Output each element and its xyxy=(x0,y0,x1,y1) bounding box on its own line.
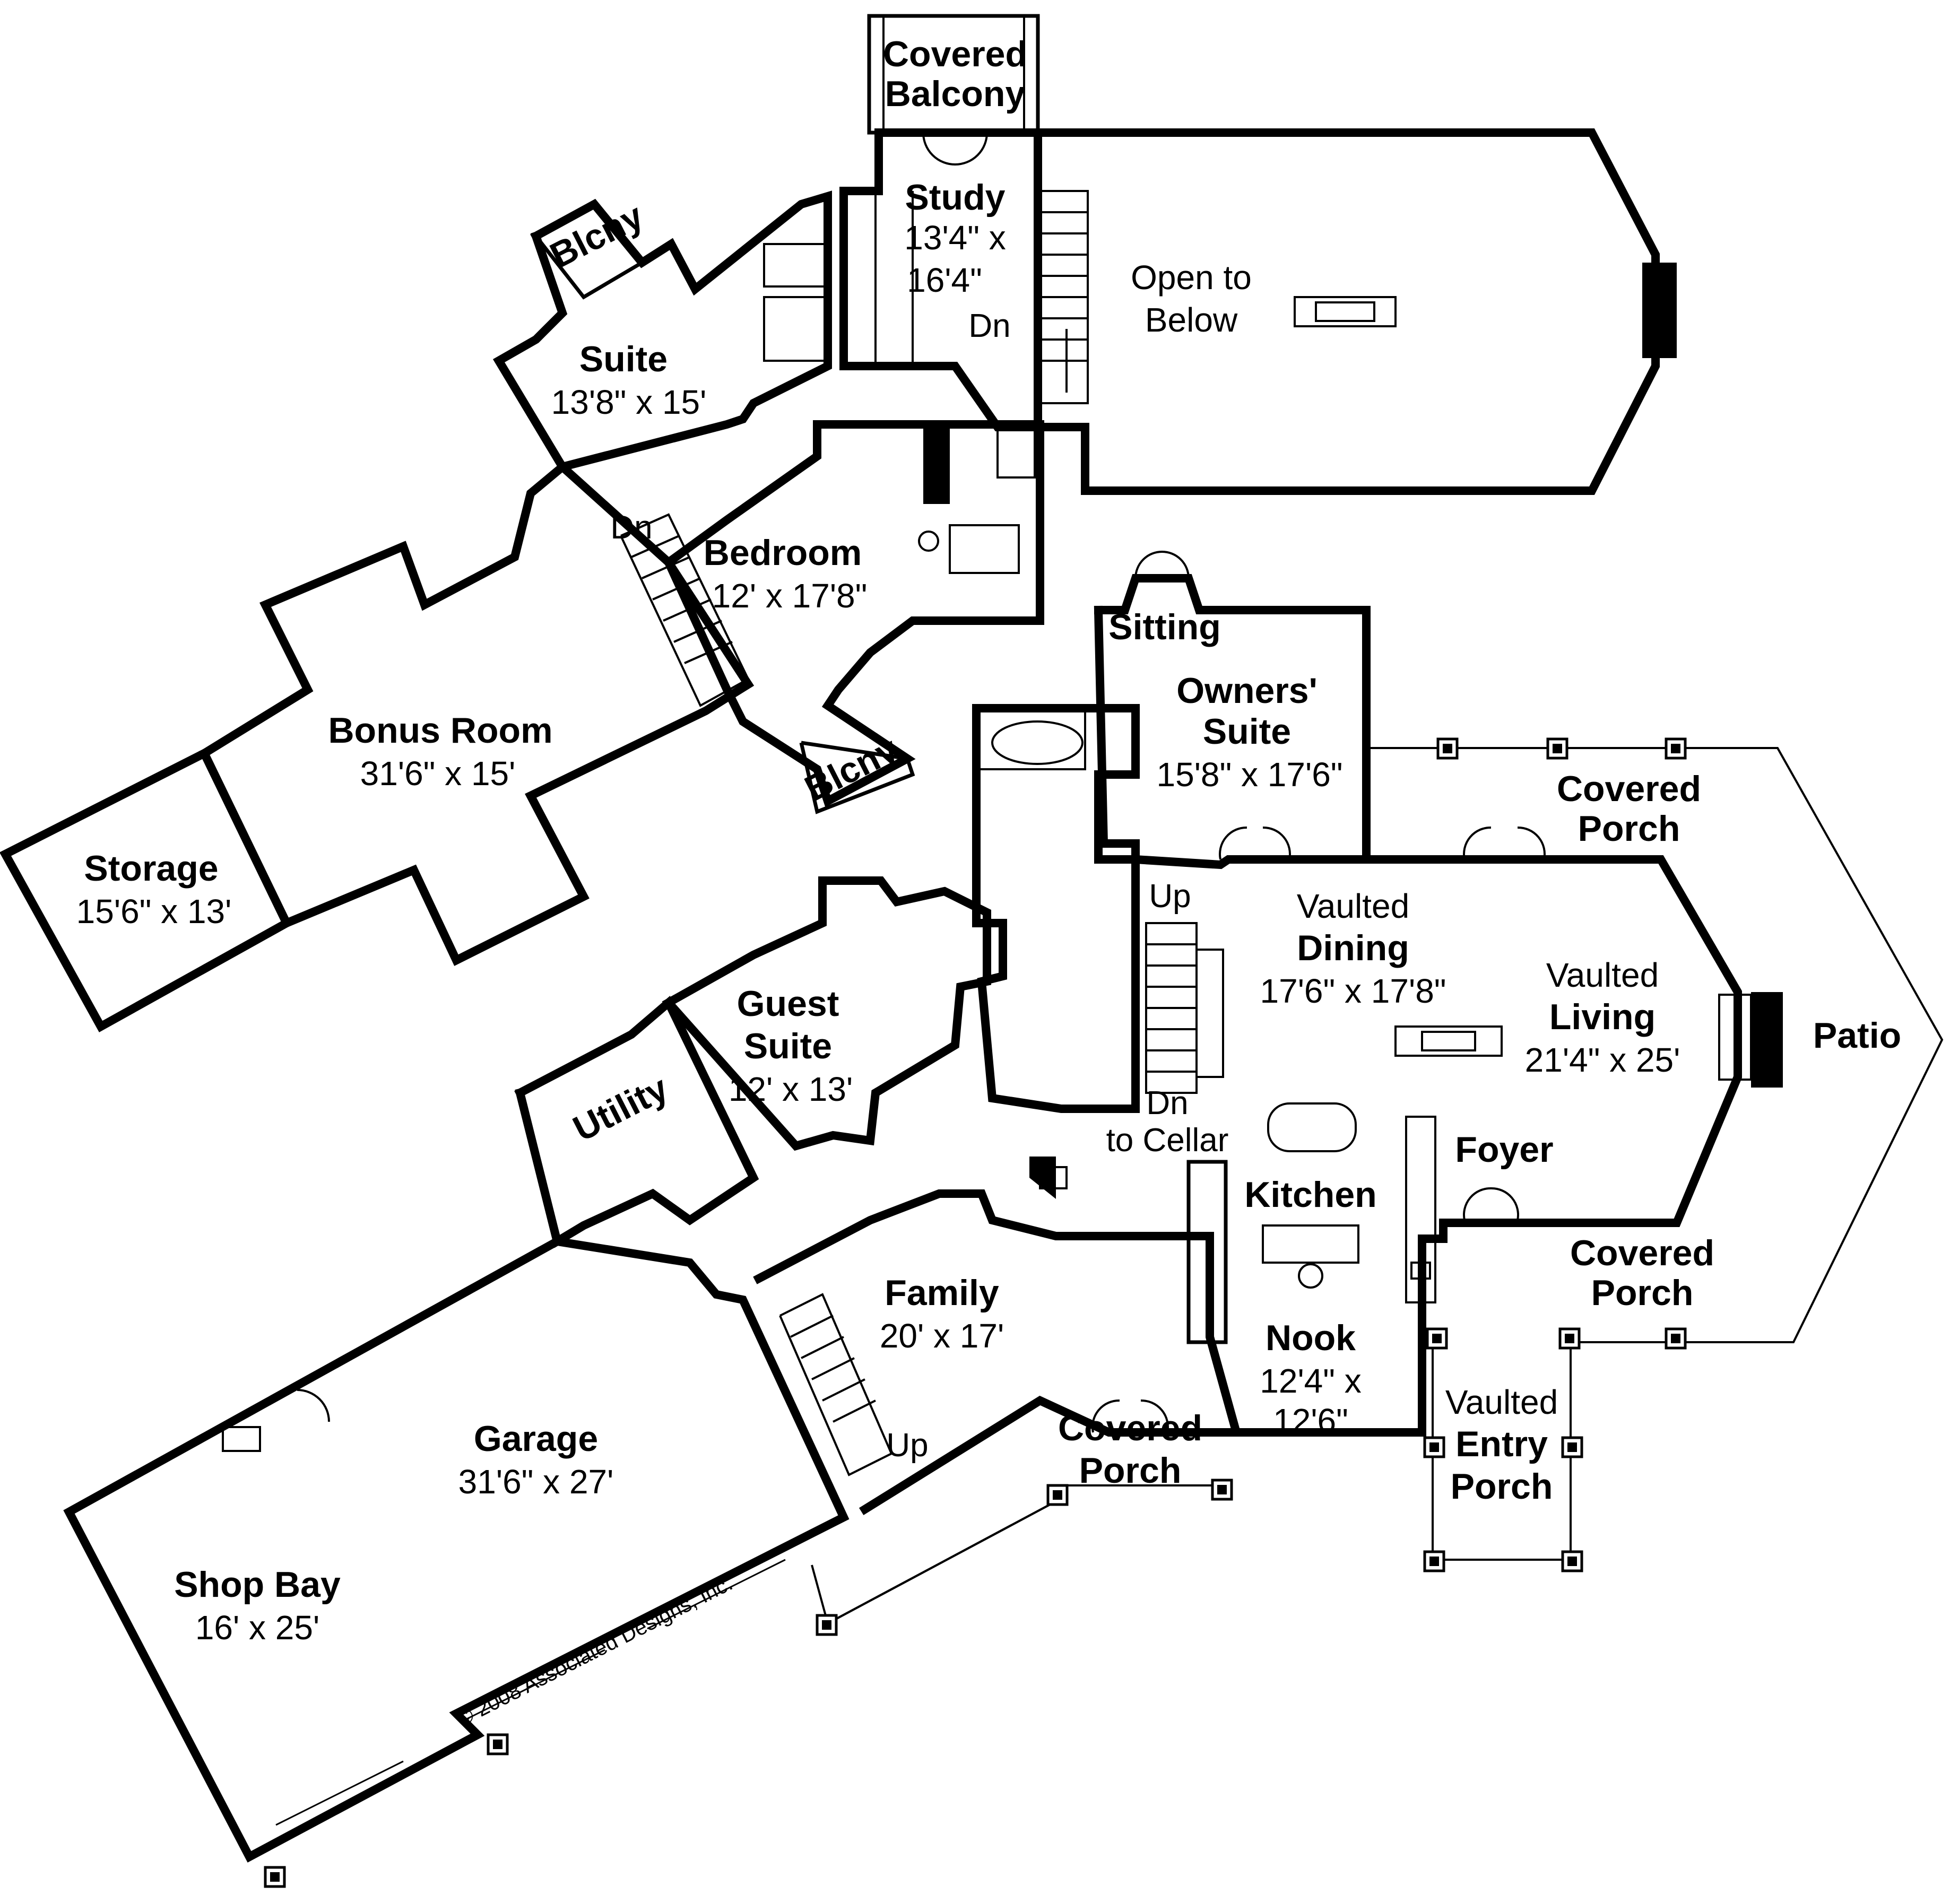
covered-porch-e-1: Covered xyxy=(1570,1233,1714,1273)
bedroom-dim: 12' x 17'8" xyxy=(712,577,868,615)
cellar-stair-label-2: to Cellar xyxy=(1106,1122,1229,1159)
entry-porch-2: Entry xyxy=(1455,1424,1548,1464)
sitting-label: Sitting xyxy=(1108,607,1221,647)
cellar-stair-label-1: Dn xyxy=(1146,1085,1188,1121)
nook-dim-1: 12'4" x xyxy=(1260,1362,1362,1400)
garage-stair-label: Up xyxy=(886,1427,928,1464)
bonus-room-dim: 31'6" x 15' xyxy=(360,754,516,793)
post xyxy=(1665,1327,1687,1350)
garage-label: Garage xyxy=(474,1419,598,1459)
post xyxy=(487,1733,509,1755)
study-stair-label: Dn xyxy=(968,308,1010,344)
guest-suite-label-2: Suite xyxy=(744,1026,832,1066)
open-to-below-2: Below xyxy=(1145,301,1238,339)
post xyxy=(1546,737,1568,760)
foyer-label: Foyer xyxy=(1455,1129,1553,1170)
post xyxy=(1665,737,1687,760)
storage-dim: 15'6" x 13' xyxy=(76,892,232,931)
stair-up-main-label: Up xyxy=(1149,878,1191,915)
post xyxy=(264,1866,286,1888)
living-prefix: Vaulted xyxy=(1546,956,1659,994)
cellar-stairs xyxy=(1145,922,1224,1094)
garage-stairs xyxy=(779,1293,893,1476)
post xyxy=(1558,1327,1581,1350)
bonus-stair-label: Dn xyxy=(610,509,652,546)
porch-posts xyxy=(264,737,1687,1888)
study-stairs xyxy=(1039,190,1089,404)
entry-porch-3: Porch xyxy=(1451,1466,1553,1507)
post xyxy=(1426,1327,1448,1350)
owners-suite-dim: 15'8" x 17'6" xyxy=(1157,755,1343,794)
kitchen-label: Kitchen xyxy=(1244,1175,1376,1215)
post xyxy=(1423,1550,1445,1572)
bedroom-label: Bedroom xyxy=(704,533,862,573)
main-level-walls xyxy=(63,551,1783,1863)
patio-label: Patio xyxy=(1813,1015,1901,1056)
nook-label: Nook xyxy=(1266,1318,1356,1358)
garage-dim: 31'6" x 27' xyxy=(458,1463,614,1501)
covered-porch-s-1: Covered xyxy=(1058,1408,1202,1448)
study-dim-1: 13'4" x xyxy=(904,219,1006,257)
post xyxy=(1423,1436,1445,1458)
covered-porch-ne-1: Covered xyxy=(1557,769,1701,809)
bonus-room-label: Bonus Room xyxy=(328,710,552,751)
entry-porch-1: Vaulted xyxy=(1445,1383,1558,1421)
family-dim: 20' x 17' xyxy=(880,1317,1004,1355)
study-dim-2: 16'4" xyxy=(907,261,982,299)
living-label: Living xyxy=(1549,997,1656,1037)
suite-label: Suite xyxy=(579,339,668,379)
post xyxy=(1561,1436,1583,1458)
covered-porch-s-2: Porch xyxy=(1079,1450,1182,1491)
suite-dim: 13'8" x 15' xyxy=(551,383,707,421)
family-label: Family xyxy=(885,1273,999,1313)
dining-dim: 17'6" x 17'8" xyxy=(1260,972,1446,1010)
post xyxy=(1436,737,1459,760)
bonus-stairs xyxy=(620,513,750,707)
utility-label: Utility xyxy=(567,1068,674,1150)
owners-suite-label-2: Suite xyxy=(1203,711,1291,752)
study-label: Study xyxy=(905,177,1006,218)
covered-balcony-label-2: Balcony xyxy=(885,74,1026,114)
kitchen-fixtures xyxy=(1029,1102,1359,1344)
dining-prefix: Vaulted xyxy=(1297,887,1409,925)
shop-bay-dim: 16' x 25' xyxy=(195,1609,319,1647)
post xyxy=(1046,1484,1069,1506)
porch-outlines xyxy=(811,747,1944,1625)
storage-label: Storage xyxy=(84,848,218,889)
bonus-wing-walls xyxy=(0,190,1044,1032)
covered-porch-ne-2: Porch xyxy=(1578,808,1680,849)
post xyxy=(1211,1479,1233,1501)
dining-label: Dining xyxy=(1297,928,1409,968)
covered-porch-e-2: Porch xyxy=(1591,1273,1694,1313)
guest-suite-label-1: Guest xyxy=(737,984,839,1024)
shop-bay-label: Shop Bay xyxy=(174,1564,341,1605)
copyright-text: © 2008 Associated Designs, Inc. xyxy=(453,1571,736,1731)
nook-dim-2: 12'6" xyxy=(1273,1402,1348,1440)
upper-wing-walls xyxy=(839,14,1677,495)
open-to-below-1: Open to xyxy=(1131,258,1252,297)
covered-balcony-label-1: Covered xyxy=(883,34,1027,74)
guest-suite-dim: 12' x 13' xyxy=(729,1070,853,1108)
post xyxy=(1561,1550,1583,1572)
living-dim: 21'4" x 25' xyxy=(1525,1041,1680,1079)
post xyxy=(816,1614,838,1636)
owners-suite-label-1: Owners' xyxy=(1176,671,1318,711)
